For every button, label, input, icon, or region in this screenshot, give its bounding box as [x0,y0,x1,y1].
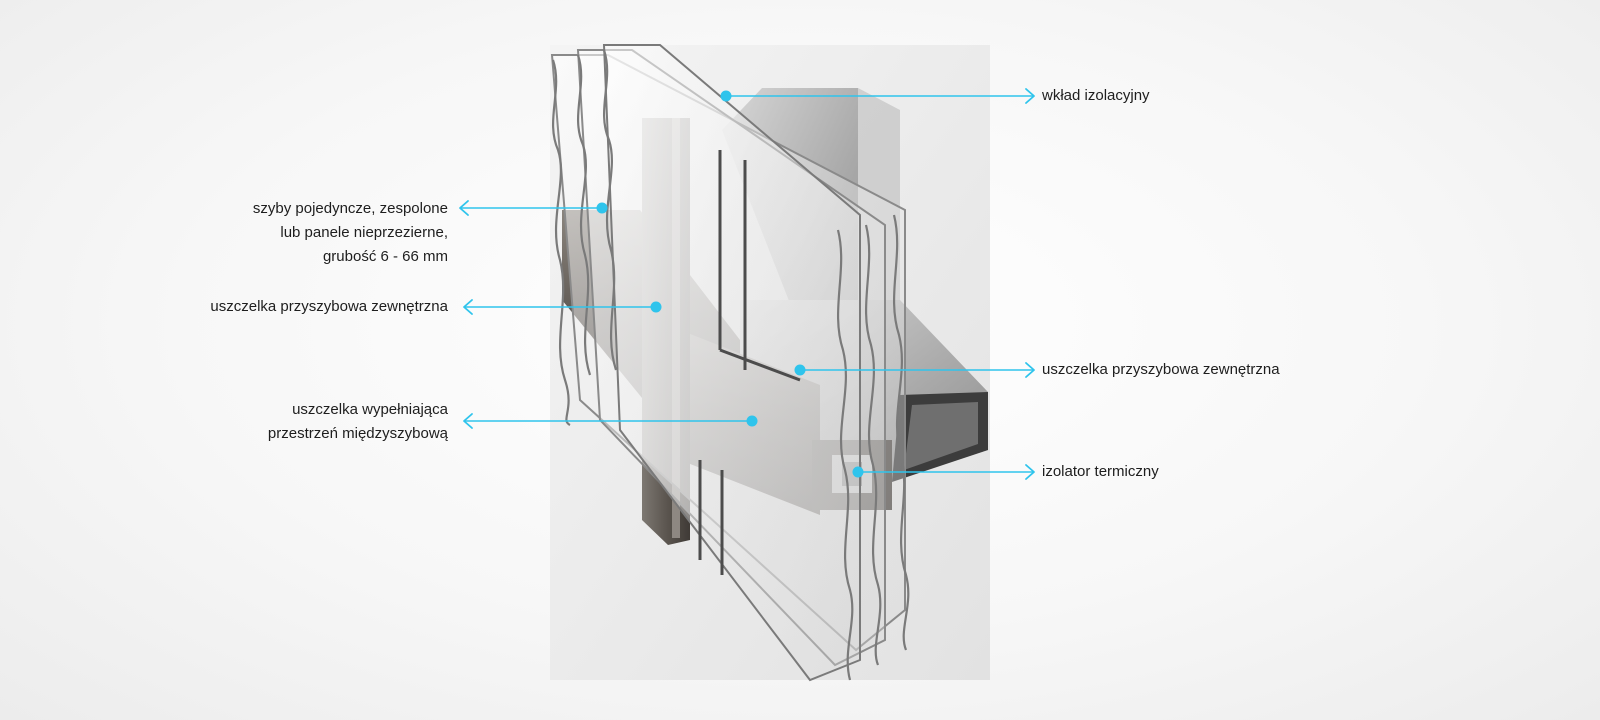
glass-pane-inner [602,44,861,682]
callout-thermal-insulator-dot [852,466,864,478]
label-insulation-insert-line-1: wkład izolacyjny [1042,87,1150,104]
callout-outer-gasket-left-arrow [463,299,473,315]
callout-lines [459,88,1035,480]
callout-glazing-dot [596,202,608,214]
callout-outer-gasket-right [794,362,1035,378]
callout-glazing [459,200,608,216]
label-outer-gasket-right: uszczelka przyszybowa zewnętrzna [1042,358,1280,382]
callout-insulation-insert-arrow [1025,88,1035,104]
label-thermal-insulator: izolator termiczny [1042,460,1159,484]
label-glazing-line-1: szyby pojedyncze, zespolone [252,200,448,217]
callout-outer-gasket-right-dot [794,364,806,376]
callout-filling-gasket-arrow [463,413,473,429]
label-glazing-line-3: grubość 6 - 66 mm [322,248,448,265]
callout-insulation-insert [720,88,1035,104]
callout-filling-gasket [463,413,758,429]
callout-outer-gasket-left [463,299,662,315]
transom-end-inner [904,402,978,470]
label-thermal-insulator-line-1: izolator termiczny [1042,463,1159,480]
label-insulation-insert: wkład izolacyjny [1042,84,1150,108]
pane-frame-lines [698,150,801,575]
callout-thermal-insulator-arrow [1025,464,1035,480]
callout-glazing-arrow [459,200,469,216]
label-glazing-line-2: lub panele nieprzezierne, [280,224,448,241]
label-outer-gasket-left-line-1: uszczelka przyszybowa zewnętrzna [210,298,448,315]
callout-insulation-insert-dot [720,90,732,102]
label-filling-gasket-line-2: przestrzeń międzyszybową [267,425,448,442]
callout-outer-gasket-left-dot [650,301,662,313]
callout-filling-gasket-dot [746,415,758,427]
callout-outer-gasket-right-arrow [1025,362,1035,378]
label-outer-gasket-right-line-1: uszczelka przyszybowa zewnętrzna [1042,361,1280,378]
label-filling-gasket-line-1: uszczelka wypełniająca [292,401,448,418]
pane-edges [551,49,910,681]
label-outer-gasket-left: uszczelka przyszybowa zewnętrzna [210,295,448,319]
label-glazing: szyby pojedyncze, zespolone lub panele n… [253,197,448,269]
callout-thermal-insulator [852,464,1035,480]
label-filling-gasket: uszczelka wypełniająca przestrzeń między… [268,398,448,446]
